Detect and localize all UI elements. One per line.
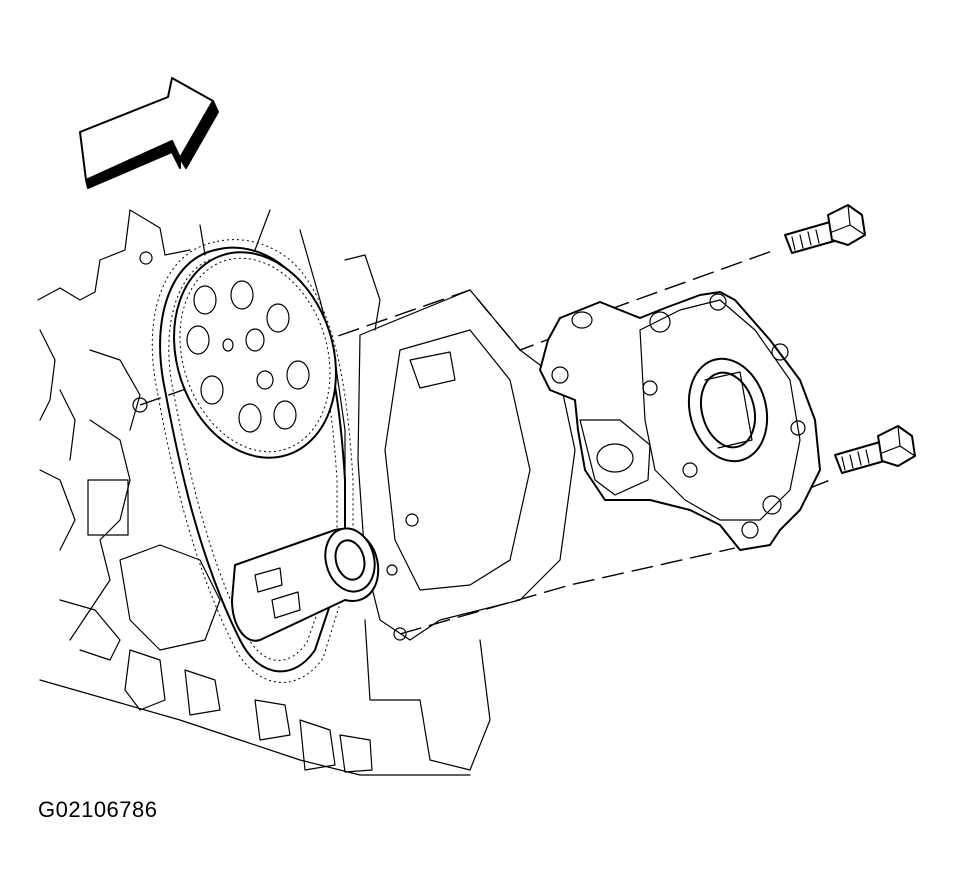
engine-block <box>37 209 471 776</box>
crankshaft-sprocket <box>231 527 380 642</box>
camshaft-sprocket <box>173 251 337 459</box>
figure-code: G02106786 <box>38 797 158 822</box>
upper-bolt <box>784 204 866 254</box>
lower-bolt <box>834 425 916 474</box>
oil-pump <box>539 291 821 551</box>
direction-arrow <box>79 77 219 189</box>
leader-lines <box>199 209 271 256</box>
